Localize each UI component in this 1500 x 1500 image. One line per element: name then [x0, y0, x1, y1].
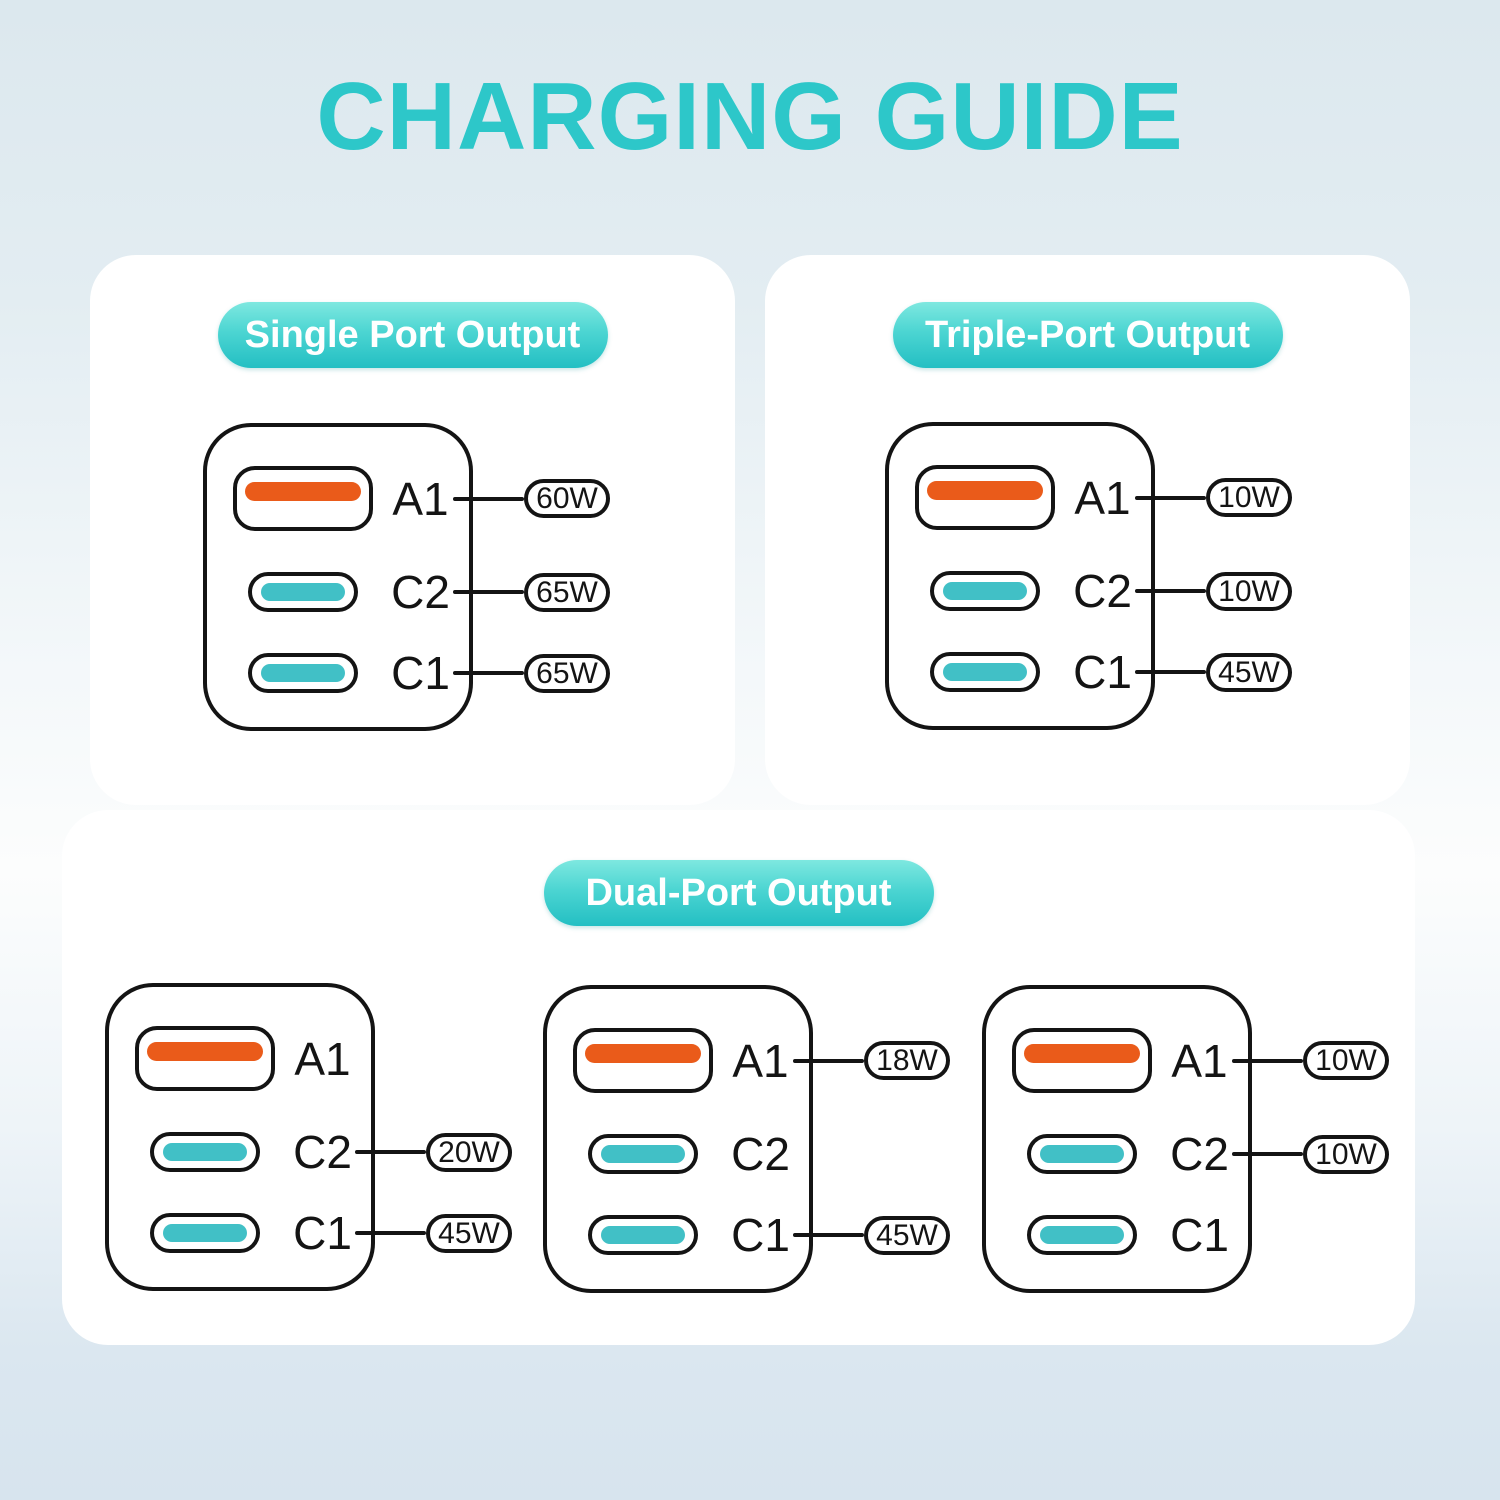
port-label-a1: A1	[294, 1032, 351, 1085]
port-label-a1: A1	[732, 1034, 789, 1087]
watt-badge: 10W	[1303, 1134, 1389, 1174]
connector-line	[1135, 589, 1206, 593]
usb-a-port	[233, 466, 373, 531]
usb-c-tongue	[943, 582, 1027, 600]
triple-port-output-card: Triple-Port Output A1 10W C2 10W C1 45W	[765, 255, 1410, 805]
page-title: CHARGING GUIDE	[316, 63, 1184, 170]
port-label-c2: C2	[293, 1126, 352, 1178]
port-label-a1: A1	[1074, 471, 1131, 524]
connector-line	[793, 1058, 864, 1063]
port-label-c1: C1	[293, 1207, 352, 1259]
watt-badge: 10W	[1206, 478, 1292, 517]
charger-diagram: A1 60W C2 65W C1 65W	[203, 423, 610, 731]
connector-line	[1232, 1152, 1303, 1156]
usb-a-port	[915, 465, 1055, 530]
usb-c-tongue	[1040, 1145, 1124, 1163]
usb-c-port	[1027, 1215, 1137, 1255]
section-header-single-port: Single Port Output	[217, 302, 608, 368]
usb-c-tongue	[943, 663, 1027, 681]
connector-line	[453, 590, 524, 594]
watt-badge: 60W	[524, 479, 610, 518]
usb-a-tongue	[147, 1042, 263, 1061]
port-label-c2: C2	[731, 1128, 790, 1180]
port-label-c1: C1	[391, 647, 450, 699]
usb-c-tongue	[163, 1224, 247, 1242]
usb-c-port	[930, 571, 1040, 611]
usb-c-port	[930, 652, 1040, 692]
usb-c-port	[150, 1132, 260, 1172]
charger-diagram: A1 10W C2 10W C1	[982, 985, 1389, 1293]
usb-a-tongue	[1024, 1044, 1140, 1063]
connector-line	[1232, 1058, 1303, 1063]
usb-c-tongue	[601, 1226, 685, 1244]
usb-a-tongue	[245, 482, 361, 501]
connector-line	[355, 1150, 426, 1154]
connector-line	[355, 1231, 426, 1235]
usb-a-tongue	[927, 481, 1043, 500]
usb-c-tongue	[261, 583, 345, 601]
watt-badge: 65W	[524, 653, 610, 693]
usb-a-port	[573, 1028, 713, 1093]
usb-a-tongue	[585, 1044, 701, 1063]
usb-c-port	[588, 1215, 698, 1255]
port-label-c1: C1	[1170, 1209, 1229, 1261]
port-label-a1: A1	[392, 472, 449, 525]
port-label-a1: A1	[1171, 1034, 1228, 1087]
watt-badge: 45W	[1206, 652, 1292, 692]
watt-badge: 18W	[864, 1041, 950, 1080]
connector-line	[793, 1233, 864, 1237]
usb-c-tongue	[163, 1143, 247, 1161]
usb-a-port	[1012, 1028, 1152, 1093]
usb-c-tongue	[601, 1145, 685, 1163]
port-label-c1: C1	[731, 1209, 790, 1261]
connector-line	[453, 671, 524, 675]
usb-c-port	[150, 1213, 260, 1253]
usb-a-port	[135, 1026, 275, 1091]
usb-c-port	[588, 1134, 698, 1174]
watt-badge: 45W	[426, 1213, 512, 1253]
watt-badge: 20W	[426, 1132, 512, 1172]
watt-badge: 10W	[1206, 571, 1292, 611]
usb-c-tongue	[261, 664, 345, 682]
port-label-c1: C1	[1073, 646, 1132, 698]
port-label-c2: C2	[391, 566, 450, 618]
usb-c-port	[1027, 1134, 1137, 1174]
connector-line	[453, 496, 524, 501]
usb-c-port	[248, 572, 358, 612]
watt-badge: 65W	[524, 572, 610, 612]
connector-line	[1135, 495, 1206, 500]
charger-diagram: A1 10W C2 10W C1 45W	[885, 422, 1292, 730]
watt-badge: 10W	[1303, 1041, 1389, 1080]
port-label-c2: C2	[1073, 565, 1132, 617]
usb-c-port	[248, 653, 358, 693]
connector-line	[1135, 670, 1206, 674]
port-label-c2: C2	[1170, 1128, 1229, 1180]
usb-c-tongue	[1040, 1226, 1124, 1244]
watt-badge: 45W	[864, 1215, 950, 1255]
single-port-output-card: Single Port Output A1 60W C2 65W C1 65W	[90, 255, 735, 805]
section-header-triple-port: Triple-Port Output	[892, 302, 1283, 368]
section-header-dual-port: Dual-Port Output	[543, 860, 934, 926]
